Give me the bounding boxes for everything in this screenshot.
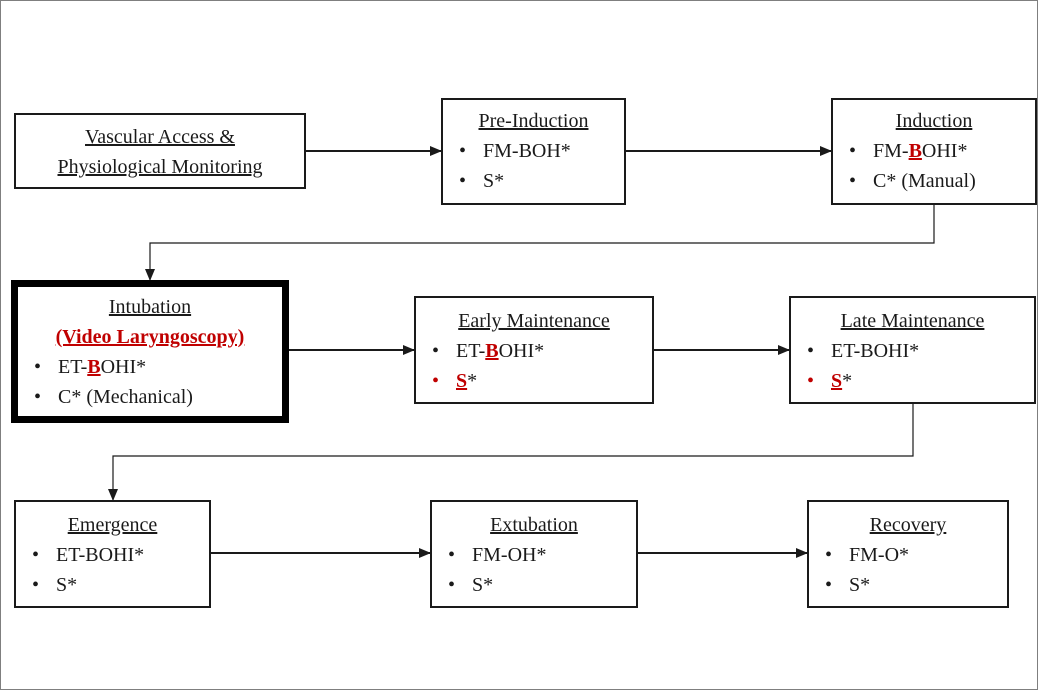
bullet: • <box>448 544 456 566</box>
list-item: •S* <box>416 366 652 396</box>
bullet: • <box>432 370 440 392</box>
bullet: • <box>825 574 833 596</box>
bullet: • <box>807 340 815 362</box>
list-item: •FM-O* <box>809 540 1007 570</box>
bullet: • <box>34 356 42 378</box>
box-intubation: Intubation (Video Laryngoscopy) •ET-BOHI… <box>11 280 289 423</box>
bullet: • <box>432 340 440 362</box>
box-title: Vascular Access & <box>85 126 235 148</box>
box-title: Extubation <box>490 514 578 536</box>
box-title: Emergence <box>67 514 158 536</box>
box-title: Early Maintenance <box>458 310 610 332</box>
box-title: Physiological Monitoring <box>57 156 263 178</box>
list-item: •ET-BOHI* <box>416 336 652 366</box>
highlighted-letter: B <box>87 356 101 378</box>
bullet: • <box>849 140 857 162</box>
highlighted-letter: B <box>908 140 922 162</box>
box-pre-induction: Pre-Induction •FM-BOH* •S* <box>441 98 626 205</box>
box-early-maintenance: Early Maintenance •ET-BOHI* •S* <box>414 296 654 404</box>
list-item: •S* <box>809 570 1007 600</box>
list-item: •S* <box>443 166 624 196</box>
box-emergence: Emergence •ET-BOHI* •S* <box>14 500 211 608</box>
bullet: • <box>825 544 833 566</box>
box-late-maintenance: Late Maintenance •ET-BOHI* •S* <box>789 296 1036 404</box>
bullet: • <box>849 170 857 192</box>
highlighted-letter: S <box>456 370 468 392</box>
list-item: •FM-OH* <box>432 540 636 570</box>
box-title: Intubation <box>108 296 192 318</box>
box-title: Late Maintenance <box>840 310 985 332</box>
list-item: •S* <box>432 570 636 600</box>
box-induction: Induction •FM-BOHI* •C* (Manual) <box>831 98 1037 205</box>
bullet: • <box>459 140 467 162</box>
box-title: Pre-Induction <box>478 110 589 132</box>
box-extubation: Extubation •FM-OH* •S* <box>430 500 638 608</box>
highlighted-letter: S <box>831 370 843 392</box>
list-item: •FM-BOH* <box>443 136 624 166</box>
list-item: •C* (Manual) <box>833 166 1035 196</box>
box-vascular-access: Vascular Access & Physiological Monitori… <box>14 113 306 189</box>
bullet: • <box>32 544 40 566</box>
list-item: •ET-BOHI* <box>18 352 282 382</box>
bullet: • <box>448 574 456 596</box>
list-item: •S* <box>16 570 209 600</box>
list-item: •S* <box>791 366 1034 396</box>
bullet: • <box>459 170 467 192</box>
box-subtitle: (Video Laryngoscopy) <box>55 326 245 348</box>
arrow-induction-to-intubation <box>145 205 935 281</box>
list-item: •FM-BOHI* <box>833 136 1035 166</box>
bullet: • <box>807 370 815 392</box>
box-title: Recovery <box>869 514 947 536</box>
list-item: •C* (Mechanical) <box>18 382 282 412</box>
bullet: • <box>34 386 42 408</box>
list-item: •ET-BOHI* <box>791 336 1034 366</box>
box-title: Induction <box>895 110 973 132</box>
highlighted-letter: B <box>485 340 499 362</box>
arrow-late-to-emergence <box>108 404 914 501</box>
list-item: •ET-BOHI* <box>16 540 209 570</box>
bullet: • <box>32 574 40 596</box>
box-recovery: Recovery •FM-O* •S* <box>807 500 1009 608</box>
